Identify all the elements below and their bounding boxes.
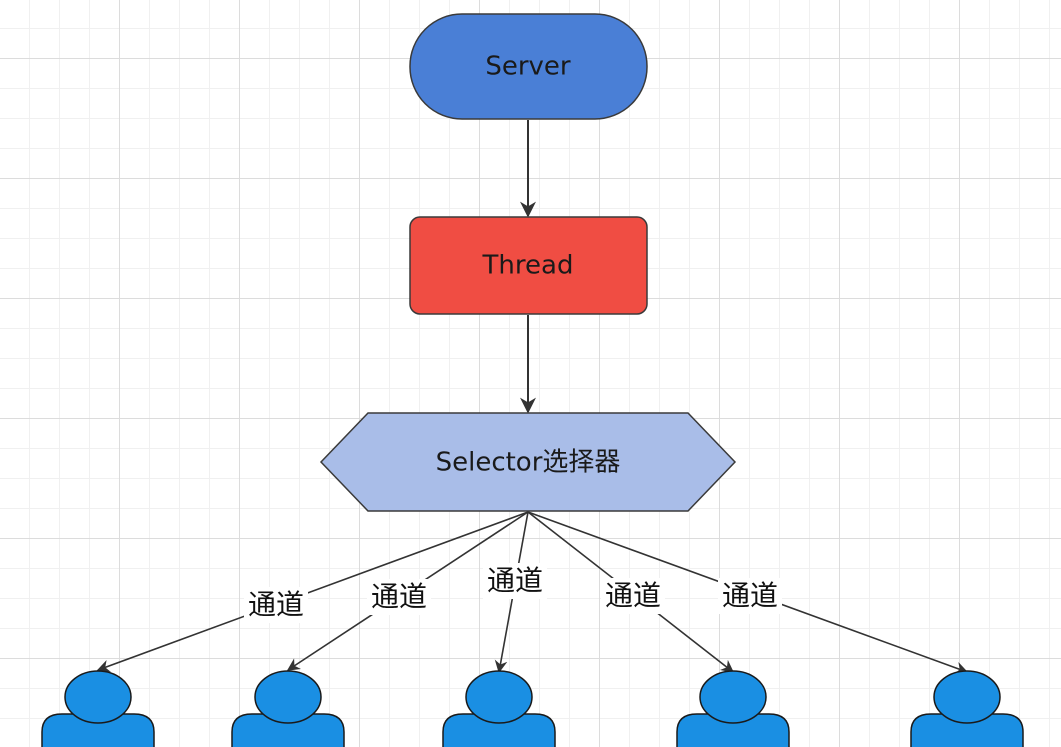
selector-shape bbox=[319, 412, 737, 512]
user-body bbox=[442, 713, 556, 747]
channel-label-4: 通道 bbox=[605, 579, 661, 612]
user-head bbox=[465, 670, 533, 724]
channel-edge-1 bbox=[96, 511, 529, 673]
user-icon[interactable] bbox=[910, 670, 1024, 747]
user-head bbox=[933, 670, 1001, 724]
user-head bbox=[254, 670, 322, 724]
channel-edges: 通道通道通道通道通道 bbox=[96, 511, 969, 675]
thread-node[interactable]: Thread bbox=[409, 216, 648, 315]
selector-node[interactable]: Selector选择器 bbox=[319, 412, 737, 512]
channel-label-2: 通道 bbox=[371, 580, 427, 613]
thread-shape bbox=[409, 216, 648, 315]
client-icons bbox=[41, 670, 1024, 747]
user-body bbox=[231, 713, 345, 747]
user-body bbox=[676, 713, 790, 747]
channel-label-bg-5 bbox=[718, 578, 782, 614]
channel-label-bg-2 bbox=[367, 579, 431, 615]
channel-label-bg-1 bbox=[244, 587, 308, 623]
user-head bbox=[699, 670, 767, 724]
user-body bbox=[910, 713, 1024, 747]
selector-label: Selector选择器 bbox=[436, 448, 621, 478]
channel-label-bg-4 bbox=[601, 578, 665, 614]
channel-label-1: 通道 bbox=[248, 588, 304, 621]
thread-label: Thread bbox=[482, 251, 574, 281]
server-shape bbox=[409, 13, 648, 120]
channel-label-bg-3 bbox=[483, 563, 547, 599]
channel-label-3: 通道 bbox=[487, 564, 543, 597]
user-body bbox=[41, 713, 155, 747]
user-icon[interactable] bbox=[442, 670, 556, 747]
user-icon[interactable] bbox=[676, 670, 790, 747]
server-node[interactable]: Server bbox=[409, 13, 648, 120]
channel-label-5: 通道 bbox=[722, 579, 778, 612]
server-label: Server bbox=[485, 52, 571, 82]
user-icon[interactable] bbox=[231, 670, 345, 747]
user-head bbox=[64, 670, 132, 724]
user-icon[interactable] bbox=[41, 670, 155, 747]
